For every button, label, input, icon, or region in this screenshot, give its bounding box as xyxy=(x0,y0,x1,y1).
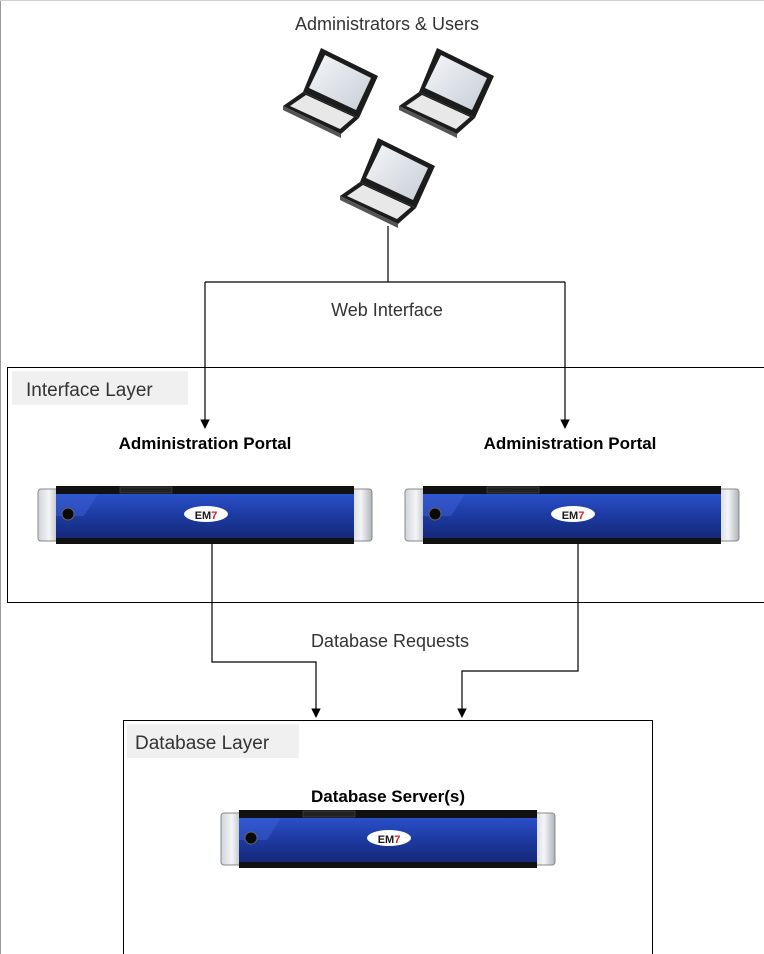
users-group-label: Administrators & Users xyxy=(295,14,479,34)
laptop-icon xyxy=(399,48,494,138)
interface-layer-title: Interface Layer xyxy=(26,380,153,401)
server-logo: EM7 xyxy=(378,834,401,846)
server-logo: EM7 xyxy=(562,510,585,522)
server-icon: EM7 xyxy=(404,486,740,544)
interface-layer-box xyxy=(7,367,764,603)
laptop-icon xyxy=(283,48,378,138)
database-layer-tab xyxy=(127,724,299,758)
database-layer-title: Database Layer xyxy=(135,733,270,754)
database-requests-label: Database Requests xyxy=(311,631,469,651)
server-icon: EM7 xyxy=(37,486,373,544)
database-server-label: Database Server(s) xyxy=(311,787,465,806)
server-logo: EM7 xyxy=(195,510,218,522)
web-connector-lines xyxy=(200,226,570,429)
laptop-icon xyxy=(340,138,435,228)
admin-portal-label: Administration Portal xyxy=(119,434,292,453)
interface-layer-tab xyxy=(12,371,188,405)
db-connector-lines xyxy=(211,544,579,718)
server-icon: EM7 xyxy=(220,810,556,868)
database-layer-box xyxy=(123,720,653,954)
admin-portal-label: Administration Portal xyxy=(484,434,657,453)
web-interface-label: Web Interface xyxy=(331,300,443,320)
